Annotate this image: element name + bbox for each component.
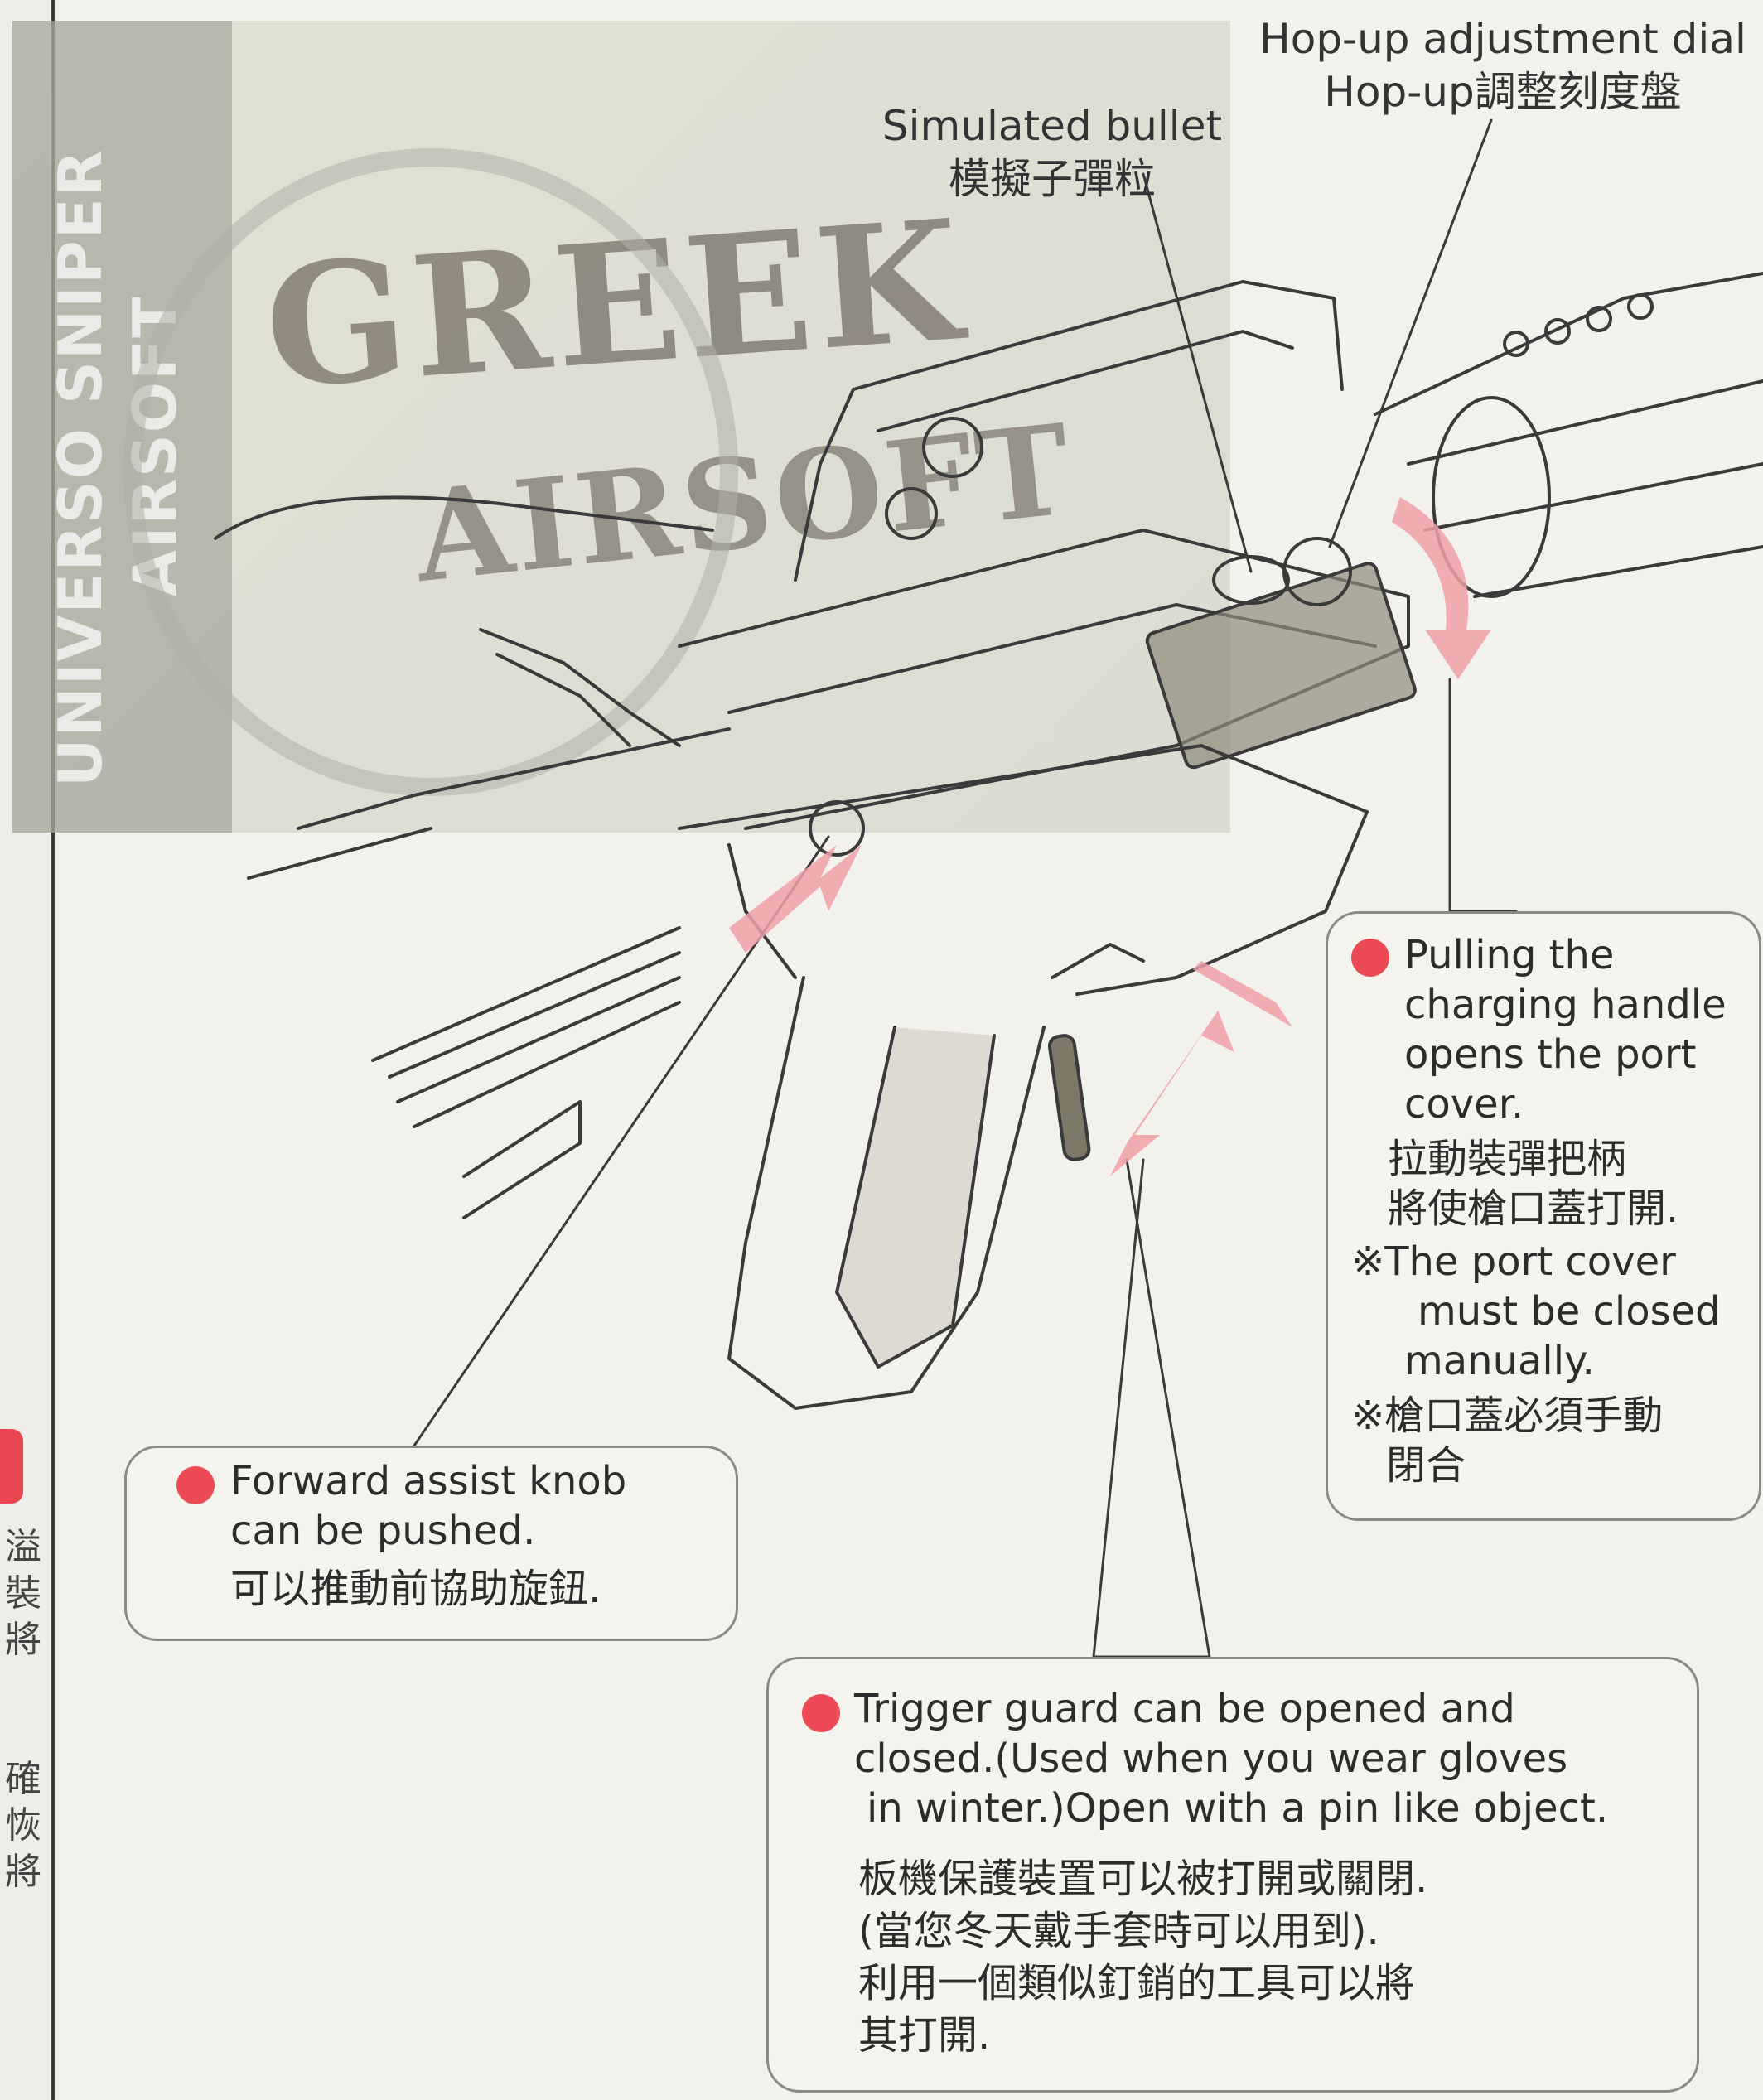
watermark-circle: [123, 148, 738, 796]
left-margin-chars-top: 溢 裝 將: [5, 1524, 41, 1663]
callout-line: in winter.)Open with a pin like object.: [867, 1785, 1609, 1832]
sight-knob: [922, 417, 983, 478]
barrel-front-ring: [1432, 396, 1551, 598]
leader-trigger: [1092, 1158, 1211, 1658]
callout-charging-handle: Pulling the charging handle opens the po…: [1326, 911, 1761, 1521]
callout-line: 拉動裝彈把柄: [1388, 1136, 1627, 1182]
callout-line: manually.: [1404, 1338, 1595, 1384]
barrel-hole: [1627, 293, 1654, 320]
callout-bullet-dot: [802, 1694, 840, 1732]
arrow-trigger-guard: [1110, 1011, 1234, 1176]
callout-line: Forward assist knob: [230, 1458, 627, 1504]
callout-line: must be closed: [1418, 1288, 1721, 1335]
callout-line: opens the port: [1404, 1031, 1697, 1078]
callout-line: 其打開.: [858, 2012, 991, 2059]
callout-bullet-dot: [1351, 939, 1389, 977]
carry-handle-inner: [877, 330, 1294, 432]
callout-line: 將使槍口蓋打開.: [1388, 1185, 1679, 1232]
callout-forward-assist: Forward assist knob can be pushed. 可以推動前…: [124, 1446, 738, 1641]
left-char: 確: [5, 1758, 41, 1800]
arrow-forward-assist: [729, 845, 862, 953]
lower-receiver: [678, 744, 1369, 996]
callout-line: ※The port cover: [1351, 1238, 1676, 1285]
leader-charging: [1448, 678, 1518, 913]
left-char: 溢: [5, 1526, 41, 1568]
callout-line: 閉合: [1386, 1442, 1466, 1489]
bullet-label: Simulated bullet 模擬子彈粒: [870, 99, 1234, 205]
barrel-line-4: [1473, 545, 1763, 598]
left-char: 將: [5, 1851, 41, 1893]
callout-line: closed.(Used when you wear gloves: [854, 1736, 1568, 1782]
hopup-label-zh: Hop-up調整刻度盤: [1324, 68, 1682, 116]
bullet-label-zh: 模擬子彈粒: [949, 155, 1156, 203]
bullet-label-en: Simulated bullet: [882, 102, 1223, 150]
barrel-hole: [1503, 331, 1529, 357]
left-page-rule: [51, 0, 55, 2100]
left-char: 恢: [5, 1804, 41, 1847]
vent-line: [388, 951, 681, 1079]
barrel-hole: [1544, 318, 1571, 345]
left-margin-chars-bottom: 確 恢 將: [5, 1756, 41, 1895]
rear-sight-post: [794, 388, 855, 582]
barrel-top-line: [1374, 272, 1763, 416]
finger-outline-2: [495, 653, 631, 747]
hopup-label: Hop-up adjustment dial Hop-up調整刻度盤: [1243, 12, 1763, 118]
arrow-charging-handle: [1392, 497, 1491, 679]
callout-bullet-dot: [176, 1466, 215, 1504]
vent-line: [413, 1001, 681, 1128]
left-char: 將: [5, 1619, 41, 1661]
trigger: [1047, 1034, 1091, 1161]
photo-side-panel: [12, 21, 232, 833]
leader-bullet: [1142, 172, 1253, 573]
callout-line: 利用一個類似釘銷的工具可以將: [858, 1960, 1416, 2006]
callout-line: Trigger guard can be opened and: [854, 1686, 1515, 1732]
arrow-trigger-pointer: [1193, 961, 1292, 1027]
left-body-line: [297, 727, 731, 830]
hand-outline: [214, 495, 714, 540]
barrel-line-2: [1407, 379, 1763, 466]
callout-line: ※槍口蓋必須手動: [1351, 1393, 1664, 1439]
carry-handle-top: [852, 280, 1344, 391]
callout-line: 可以推動前協助旋鈕.: [230, 1566, 601, 1612]
grip-texture: [835, 1026, 996, 1369]
lower-left-body: [371, 926, 681, 1062]
left-body-line-2: [247, 827, 432, 880]
callout-line: cover.: [1404, 1081, 1524, 1127]
callout-line: charging handle: [1404, 982, 1727, 1028]
trigger-guard: [1051, 943, 1145, 979]
simulated-bullet: [1212, 555, 1290, 605]
sight-knob-lower: [885, 487, 938, 540]
magwell-front: [727, 843, 797, 979]
left-red-tab: [0, 1429, 23, 1504]
callout-line: Pulling the: [1404, 932, 1615, 978]
pistol-grip: [727, 976, 1046, 1410]
vent-line: [396, 976, 681, 1103]
forward-assist-knob: [809, 800, 865, 857]
charging-handle-block: [1145, 562, 1417, 770]
barrel-hole: [1586, 306, 1612, 332]
barrel-line-3: [1423, 462, 1763, 532]
callout-trigger-guard: Trigger guard can be opened and closed.(…: [766, 1657, 1699, 2093]
hopup-label-en: Hop-up adjustment dial: [1259, 15, 1746, 63]
finger-outline: [479, 628, 681, 747]
callout-line: 板機保護裝置可以被打開或關閉.: [858, 1856, 1428, 1902]
callout-line: (當您冬天戴手套時可以用到).: [858, 1908, 1379, 1954]
left-char: 裝: [5, 1572, 41, 1615]
callout-line: can be pushed.: [230, 1508, 536, 1554]
leader-hopup: [1328, 118, 1493, 548]
magazine-block: [462, 1100, 582, 1219]
